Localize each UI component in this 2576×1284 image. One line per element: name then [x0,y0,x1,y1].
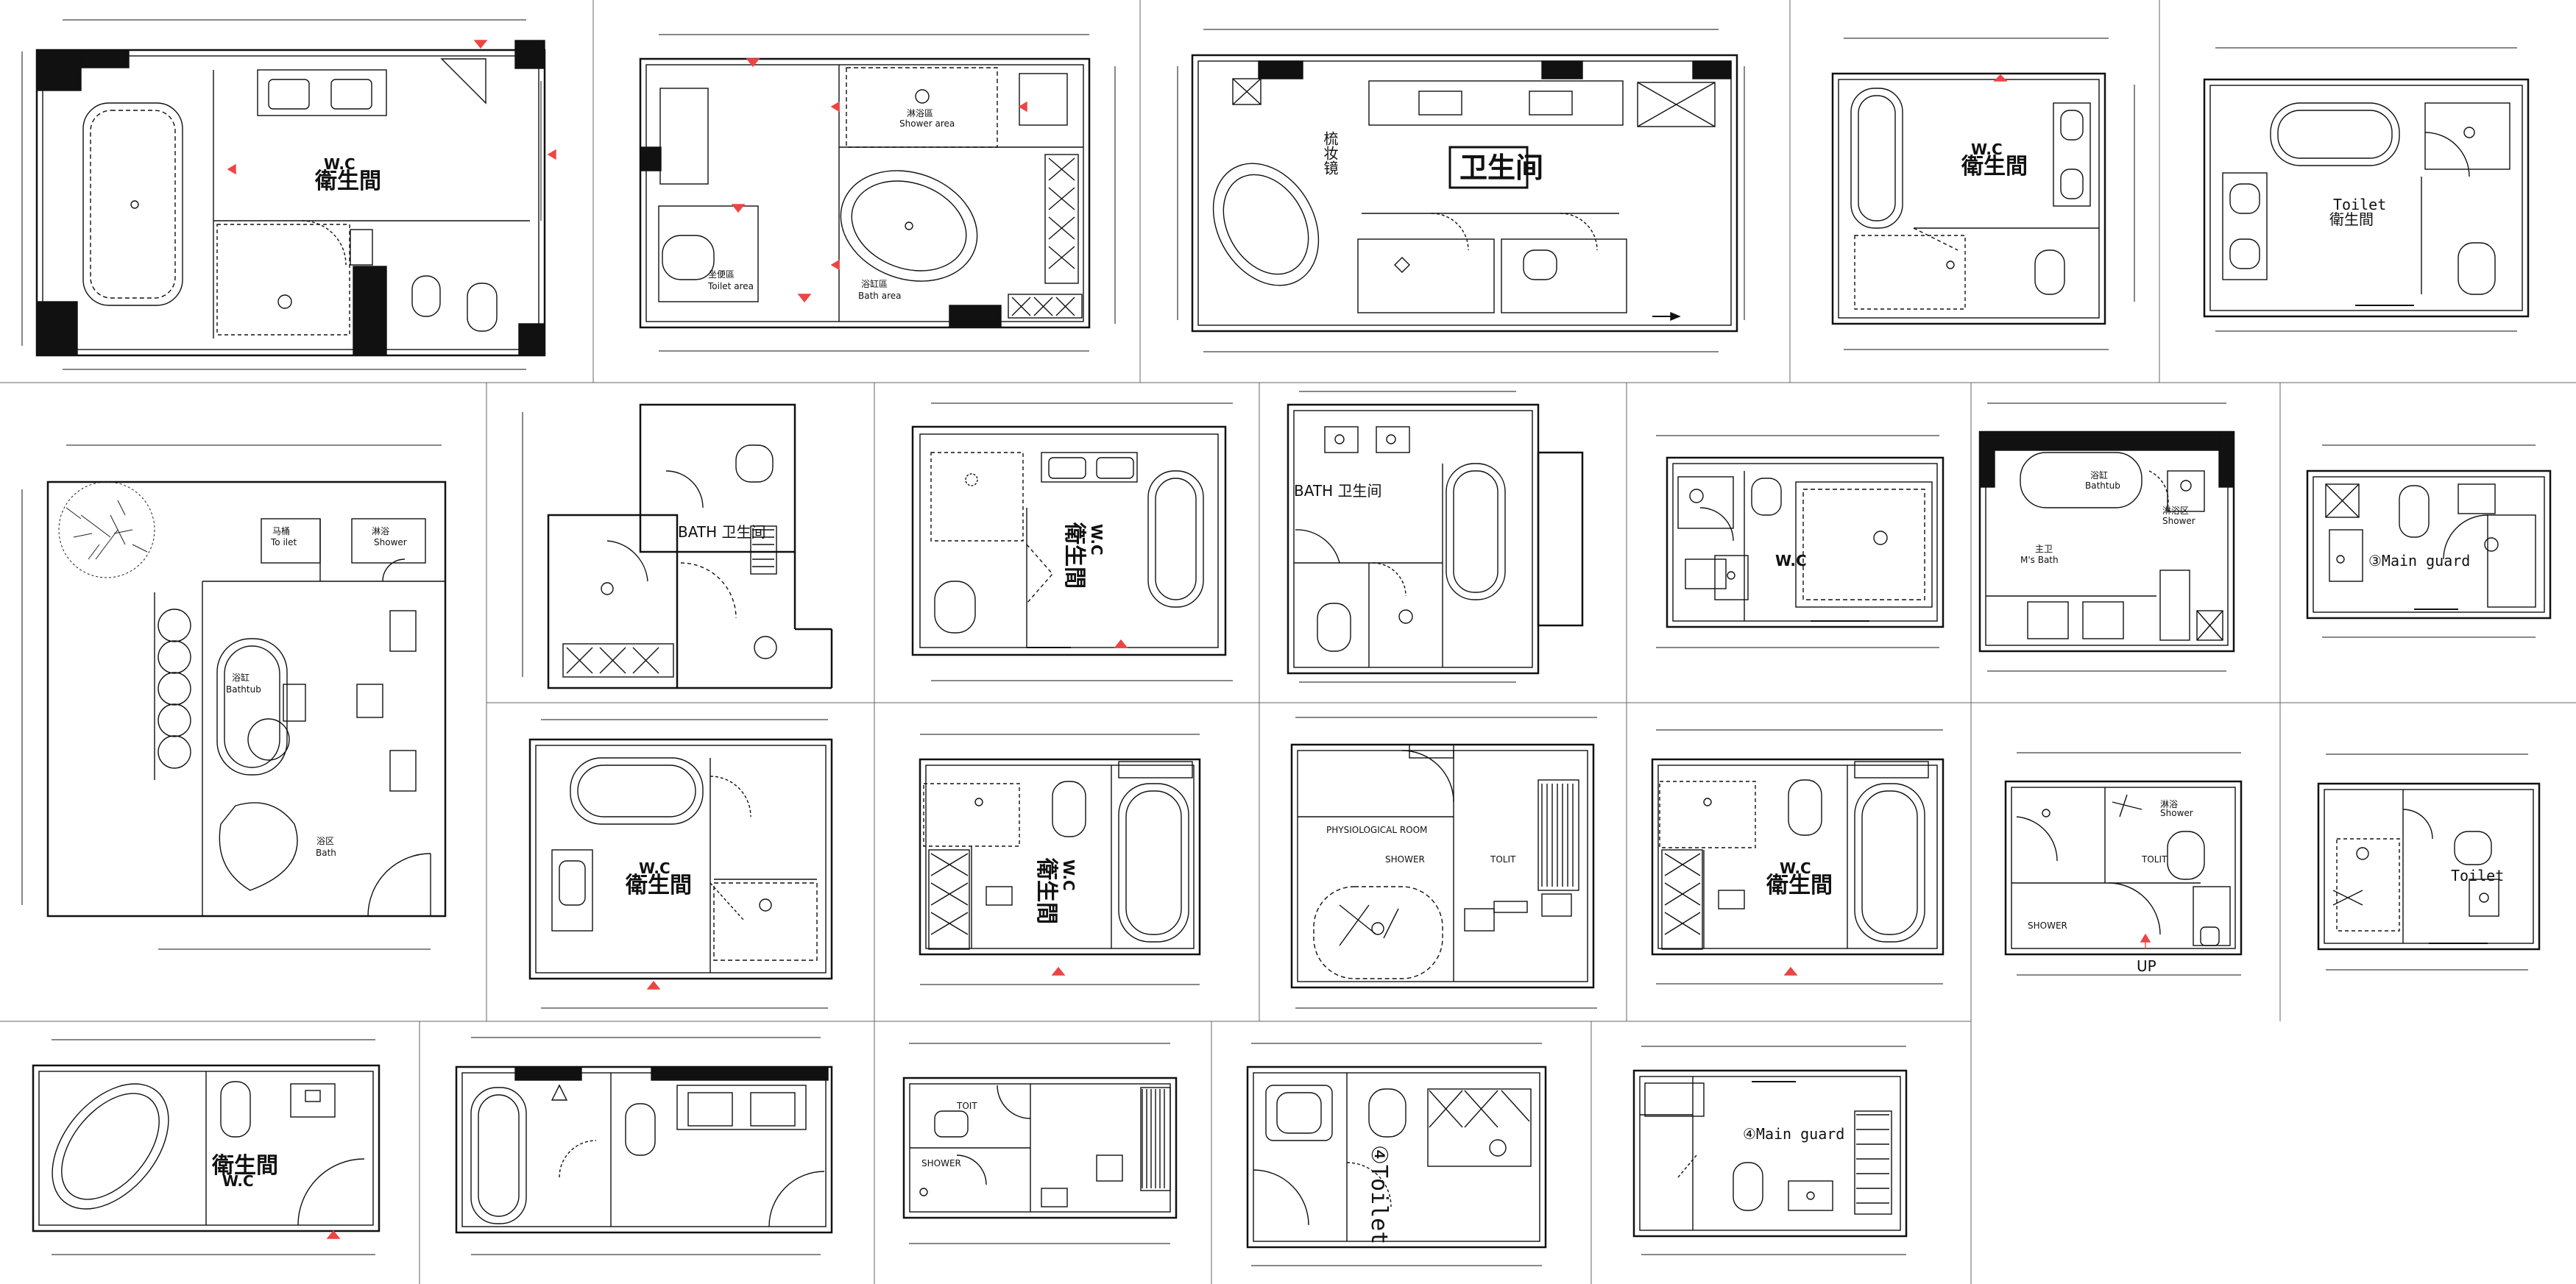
plan-15 [1290,717,1597,1009]
plan-16 [1651,729,1945,985]
room-label: TOLIT [1490,854,1516,865]
room-label: 浴缸 [232,673,250,683]
room-label: 主卫 [2035,544,2053,554]
plan-11 [1978,402,2235,672]
plan-14 [919,734,1201,985]
plan-9 [1287,391,1584,683]
room-label: BATH 卫生间 [678,523,766,541]
room-label: 坐便區 [708,269,735,280]
plan-13 [528,719,833,1009]
room-label: Bath [316,848,336,858]
room-label: SHOWER [1385,854,1425,865]
room-label: ③Main guard [2368,552,2471,570]
room-label: To ilet [271,537,297,547]
plan-2 [639,34,1116,352]
room-label: 梳妆镜 [1321,131,1339,175]
room-label: SHOWER [921,1158,961,1168]
room-label: ④Main guard [1743,1125,1845,1143]
plan-3 [1177,29,1745,352]
room-label: 马桶 [272,526,291,536]
plan-7 [522,403,833,689]
plan-22 [1246,1043,1547,1266]
room-label: TOLIT [2142,854,2168,865]
room-label: W.C [1060,859,1078,891]
room-label: 衛生間 [1061,522,1087,589]
plan-12 [2306,444,2552,638]
room-label: 浴缸區 [861,279,888,289]
plan-10 [1656,435,1945,648]
plan-18 [2317,753,2541,971]
plan-19 [32,1039,381,1255]
room-label: Bathtub [2085,480,2120,491]
room-label: SHOWER [2028,921,2067,931]
room-label: Shower [2162,516,2195,526]
room-label: Shower [2160,808,2193,818]
room-label: 衛生間 [626,873,692,898]
room-label: W.C [222,1172,254,1190]
room-label: Toilet [2333,196,2387,213]
room-label: 浴区 [316,836,335,846]
room-label: 衛生間 [1766,873,1833,898]
room-label: W.C [639,859,670,877]
room-label: Bath area [858,291,902,301]
room-label: W.C [1780,859,1811,877]
room-label: UP [2137,957,2156,975]
room-label: BATH 卫生间 [1294,482,1382,500]
room-label: M's Bath [2020,555,2059,565]
plan-4 [1831,38,2135,350]
room-label: Shower area [899,118,955,129]
room-label: ④Toilet [1366,1145,1392,1245]
plan-20-spa [455,1037,833,1255]
room-label: 淋浴區 [907,108,934,118]
room-label: W.C [1088,524,1105,556]
room-label: 淋浴区 [2162,506,2190,516]
plan-5 [2203,47,2530,332]
room-label: TOIT [957,1101,977,1111]
room-label: 浴缸 [2090,470,2109,480]
room-label: 淋浴 [372,526,390,536]
room-label: 衛生間 [212,1153,278,1179]
room-label: 衛生間 [2329,210,2374,228]
room-label: 衛生間 [315,169,381,194]
plan-8 [911,402,1233,681]
room-label: 淋浴 [2160,799,2179,809]
room-label: 衛生間 [1033,858,1059,924]
plan-17 [2004,752,2243,976]
plan-6 [21,444,447,950]
plan-21 [902,1043,1178,1244]
room-label: PHYSIOLOGICAL ROOM [1326,825,1428,835]
room-label: Toilet area [708,281,754,291]
room-label: 衛生間 [1961,154,2028,180]
room-label: W.C [324,155,355,173]
room-label: Shower [374,537,407,547]
room-label: Bathtub [226,684,261,695]
room-label: 卫生间 [1459,152,1544,184]
room-label: W.C [1971,141,2003,158]
room-label: W.C [1775,552,1807,570]
room-label: Toilet [2451,867,2505,884]
plan-23 [1632,1046,1908,1255]
plan-1 [21,19,556,370]
